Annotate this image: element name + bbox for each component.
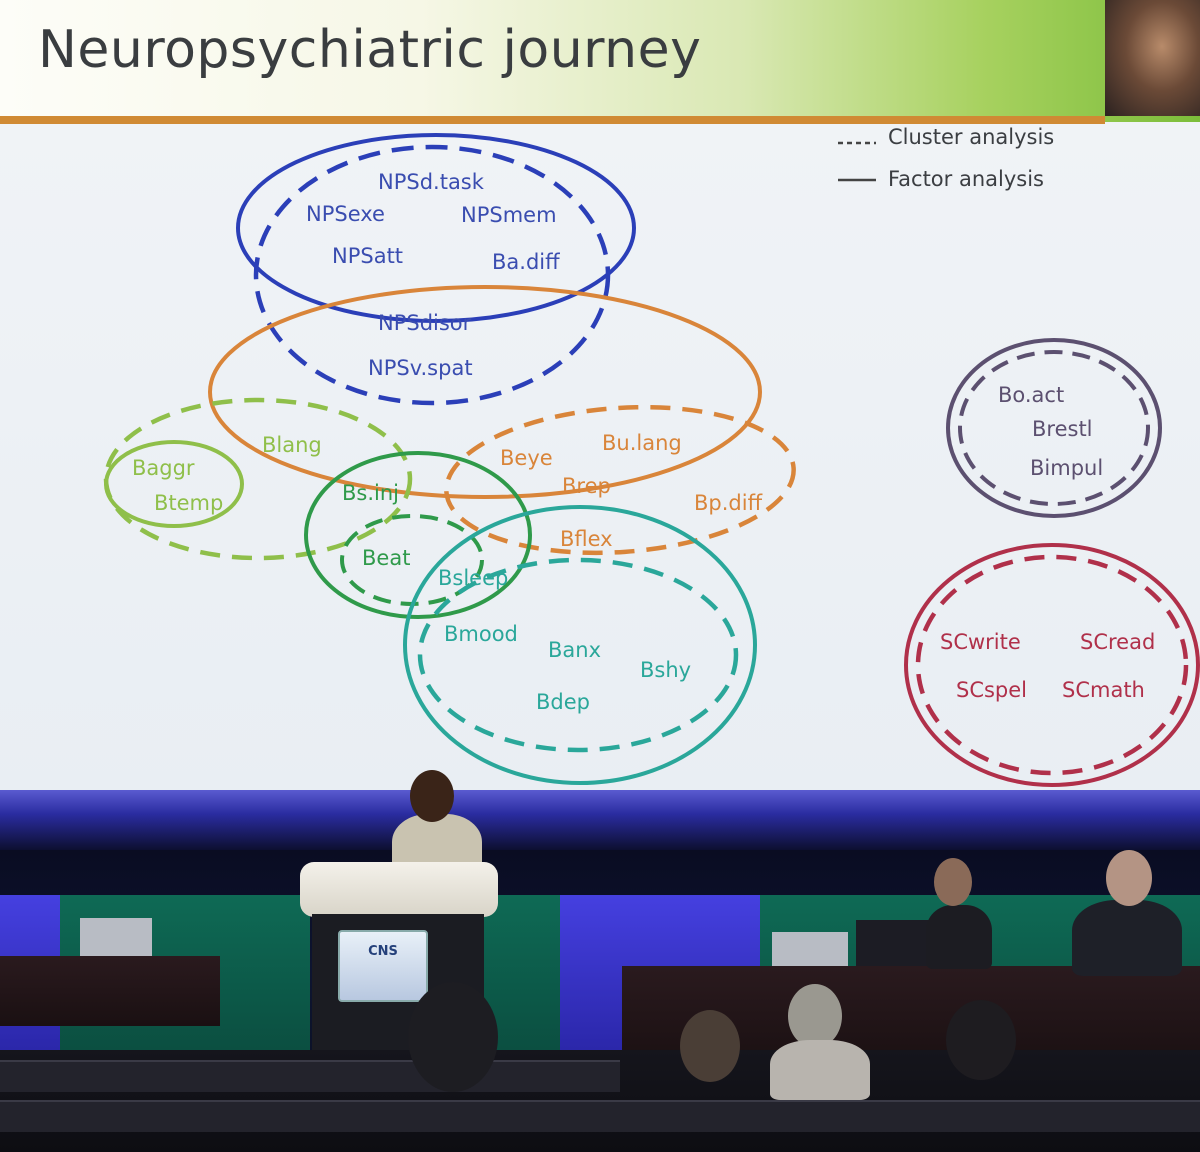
label-ba-diff: Ba.diff (492, 250, 560, 274)
label-scwrite: SCwrite (940, 630, 1021, 654)
podium-top (300, 862, 498, 917)
label-brep: Brep (562, 474, 611, 498)
speaker-head (410, 770, 454, 822)
slide-header (0, 0, 1200, 122)
label-npsv-spat: NPSv.spat (368, 356, 473, 380)
cluster-ellipse-crimson (915, 554, 1189, 776)
label-bdep: Bdep (536, 690, 590, 714)
label-brestl: Brestl (1032, 417, 1093, 441)
laptop (856, 920, 938, 970)
cluster-ellipse-neuropsych (253, 144, 611, 406)
legend: Cluster analysis Factor analysis (838, 125, 1054, 191)
label-bimpul: Bimpul (1030, 456, 1103, 480)
cluster-ellipse-teal (417, 557, 739, 753)
label-bsleep: Bsleep (438, 566, 508, 590)
audience-head (680, 1010, 740, 1082)
panelist (926, 905, 992, 969)
panel-table (0, 956, 220, 1026)
podium-sign-text: CNS (368, 944, 398, 959)
factor-ellipse-lightgreen (104, 440, 244, 528)
monitor (80, 918, 152, 958)
factor-ellipse-crimson (904, 543, 1200, 787)
label-npsatt: NPSatt (332, 244, 403, 268)
legend-label-factor: Factor analysis (888, 167, 1044, 191)
header-rule (0, 116, 1105, 124)
cluster-ellipse-orange (444, 404, 796, 556)
label-bu-lang: Bu.lang (602, 431, 682, 455)
label-npsexe: NPSexe (306, 202, 385, 226)
label-npsmem: NPSmem (461, 203, 557, 227)
label-scread: SCread (1080, 630, 1155, 654)
audience-head (946, 1000, 1016, 1080)
factor-ellipse-purple (946, 338, 1162, 518)
factor-ellipse-teal (403, 505, 757, 785)
panelist-head (934, 858, 972, 906)
label-bs-inj: Bs.inj (342, 481, 399, 505)
audience-head (408, 982, 498, 1092)
panelist (1072, 900, 1182, 976)
factor-ellipse-green (304, 451, 532, 619)
podium-sign: CNS (338, 930, 428, 1002)
label-banx: Banx (548, 638, 601, 662)
factor-ellipse-orange (208, 285, 762, 499)
cluster-ellipse-purple (958, 350, 1150, 506)
label-beye: Beye (500, 446, 553, 470)
label-scmath: SCmath (1062, 678, 1145, 702)
slide-title: Neuropsychiatric journey (38, 20, 702, 80)
projected-slide: Neuropsychiatric journey Cluster analysi… (0, 0, 1200, 800)
label-beat: Beat (362, 546, 410, 570)
label-baggr: Baggr (132, 456, 195, 480)
label-npsd-task: NPSd.task (378, 170, 485, 194)
label-bflex: Bflex (560, 527, 613, 551)
label-blang: Blang (262, 433, 322, 457)
cluster-diagram: Cluster analysis Factor analysis (103, 125, 1200, 787)
label-scspel: SCspel (956, 678, 1027, 702)
speaker-video-inset (1105, 0, 1200, 116)
label-bo-act: Bo.act (998, 383, 1064, 407)
factor-ellipse-neuropsych (236, 133, 636, 323)
label-bshy: Bshy (640, 658, 691, 682)
monitor (772, 932, 848, 970)
panelist-head (1106, 850, 1152, 906)
label-bp-diff: Bp.diff (694, 491, 763, 515)
audience-member (770, 1040, 870, 1100)
label-bmood: Bmood (444, 622, 518, 646)
audience-head (788, 984, 842, 1048)
label-btemp: Btemp (154, 491, 223, 515)
chair-row (0, 1100, 1200, 1132)
screen-frame (0, 790, 1200, 850)
label-npsdisor: NPSdisor (378, 311, 472, 335)
chair-row (0, 1060, 620, 1092)
legend-label-cluster: Cluster analysis (888, 125, 1054, 149)
